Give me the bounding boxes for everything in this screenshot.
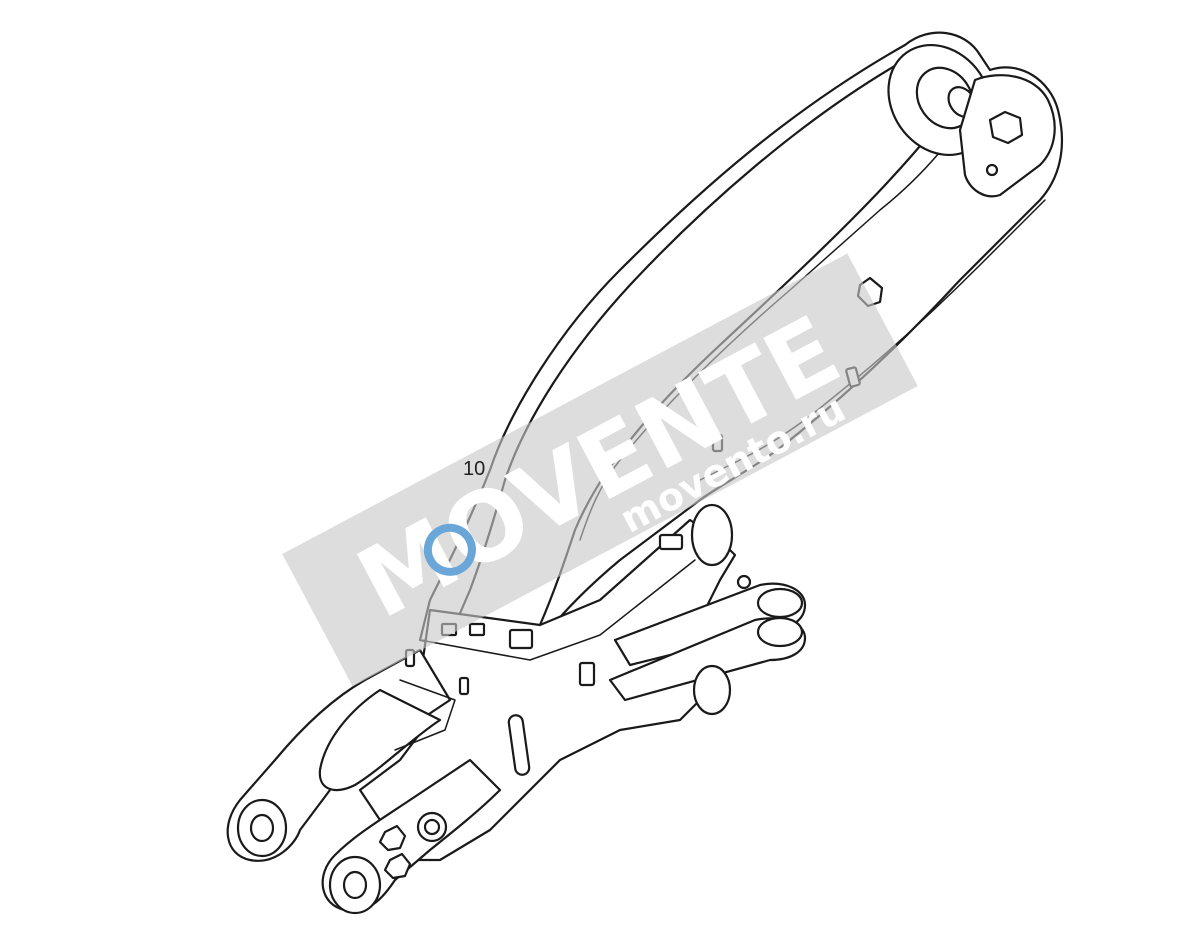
body-tab-2 (468, 622, 486, 637)
pivot-fitting-1-inner (423, 818, 441, 836)
part-number-label: 10 (463, 458, 486, 480)
body-top-plate-edge (419, 559, 696, 661)
pivot-fitting-3 (383, 852, 412, 880)
watermark-logo-icon (423, 523, 476, 576)
rear-cylinder-mount-lower (692, 664, 732, 716)
body-tab-3 (508, 628, 534, 650)
watermark-band (282, 253, 918, 687)
fork-tab-2 (458, 676, 470, 696)
top-end-grease-nipple (985, 163, 999, 177)
body-nut (736, 574, 752, 590)
left-fork-hole-upper (249, 813, 275, 843)
body-tab-5 (658, 533, 684, 551)
lower-lug-eye (756, 616, 804, 648)
top-end-hole (988, 110, 1024, 145)
fork-inner-edge (394, 679, 456, 751)
rear-cylinder-mount (690, 503, 734, 567)
left-fork-hole-lower (342, 870, 368, 900)
pivot-fitting-2 (378, 824, 407, 852)
body-slot (507, 714, 531, 776)
body-tab-4 (578, 661, 596, 687)
upper-lug-eye (756, 587, 804, 619)
